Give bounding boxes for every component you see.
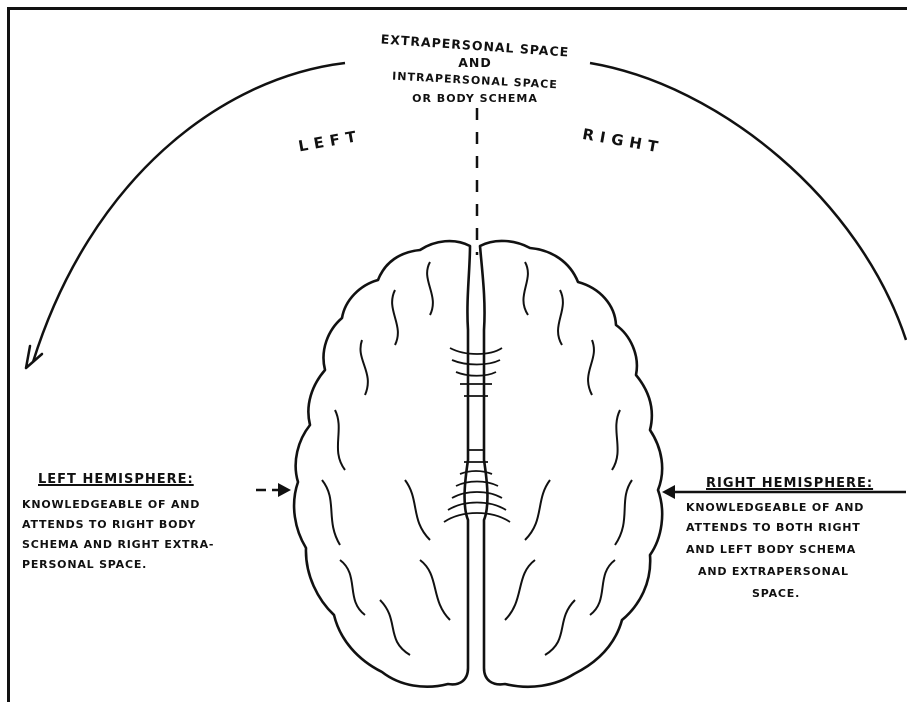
- right-hemisphere-line-3: AND LEFT BODY SCHEMA: [686, 541, 856, 559]
- corpus-callosum-genu: [450, 348, 502, 396]
- left-hemisphere-line-2: ATTENDS TO RIGHT BODY: [22, 516, 196, 534]
- left-hemisphere-heading: LEFT HEMISPHERE:: [38, 472, 194, 487]
- right-hemisphere-line-4: AND EXTRAPERSONAL: [698, 563, 849, 581]
- gyri-right: [505, 262, 632, 655]
- space-arc-right: [590, 63, 906, 340]
- left-hemisphere-line-3: SCHEMA AND RIGHT EXTRA-: [22, 536, 214, 554]
- title-line-4: OR BODY SCHEMA: [385, 92, 565, 105]
- left-hemisphere-line-1: KNOWLEDGEABLE OF AND: [22, 496, 200, 514]
- title-line-2: AND: [415, 55, 535, 70]
- gyri-left: [322, 262, 450, 655]
- right-hemisphere-line-2: ATTENDS TO BOTH RIGHT: [686, 519, 861, 537]
- right-hemisphere-pointer-arrowhead: [662, 485, 675, 499]
- brain-illustration: [294, 241, 662, 687]
- left-hemisphere-pointer-arrowhead: [278, 483, 291, 497]
- right-hemisphere-line-1: KNOWLEDGEABLE OF AND: [686, 499, 864, 517]
- corpus-callosum-splenium: [444, 450, 510, 522]
- right-hemisphere-line-5: SPACE.: [752, 585, 800, 603]
- space-arc-left: [33, 63, 345, 362]
- brain-right-hemisphere-outline: [480, 241, 662, 687]
- right-hemisphere-heading: RIGHT HEMISPHERE:: [706, 476, 873, 491]
- left-hemisphere-line-4: PERSONAL SPACE.: [22, 556, 147, 574]
- brain-left-hemisphere-outline: [294, 241, 470, 687]
